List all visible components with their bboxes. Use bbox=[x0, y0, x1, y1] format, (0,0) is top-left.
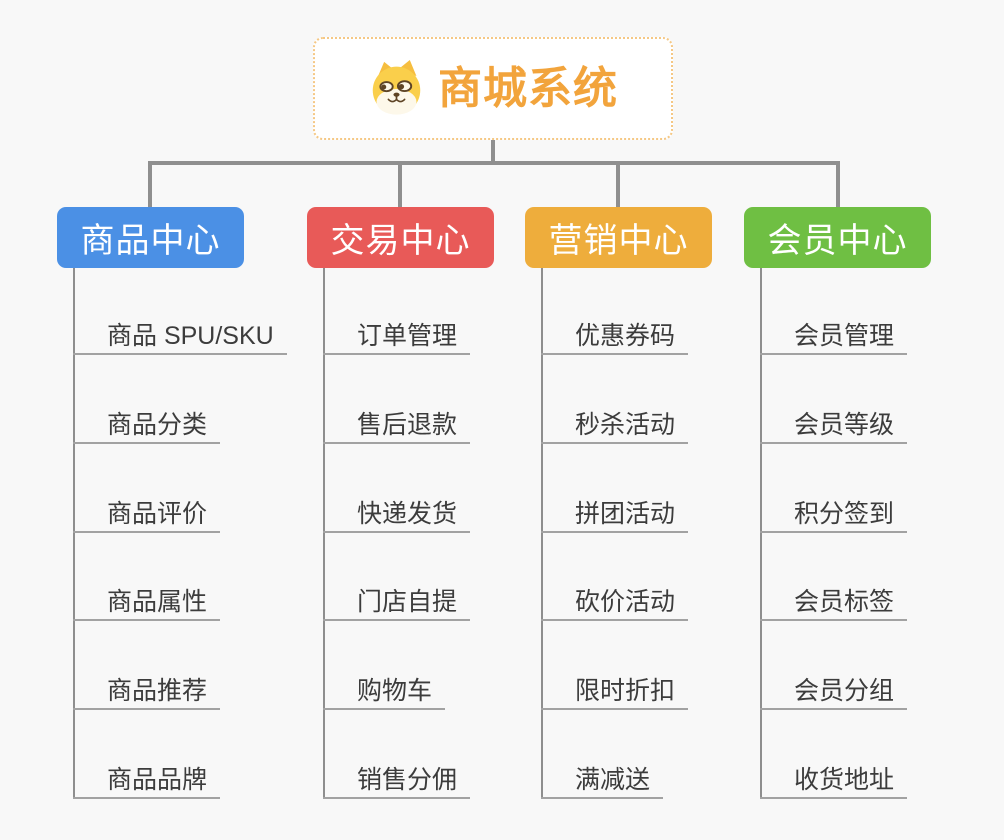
leaf-item[interactable]: 销售分佣 bbox=[323, 763, 471, 799]
branch-items: 商品 SPU/SKU 商品分类商品评价商品属性商品推荐商品品牌 bbox=[57, 207, 347, 817]
branch-product-center: 商品中心 商品 SPU/SKU 商品分类商品评价商品属性商品推荐商品品牌 bbox=[57, 207, 347, 817]
branch-spine bbox=[323, 268, 325, 799]
leaf-item[interactable]: 限时折扣 bbox=[541, 674, 689, 710]
leaf-item[interactable]: 商品评价 bbox=[73, 497, 221, 533]
branch-node-product-center[interactable]: 商品中心 bbox=[57, 207, 244, 268]
leaf-item[interactable]: 商品 SPU/SKU bbox=[73, 319, 287, 355]
leaf-item[interactable]: 门店自提 bbox=[323, 585, 471, 621]
connector-drop-member bbox=[836, 161, 840, 207]
leaf-item[interactable]: 会员标签 bbox=[760, 585, 908, 621]
leaf-item[interactable]: 商品分类 bbox=[73, 408, 221, 444]
branch-items: 优惠券码秒杀活动拼团活动砍价活动限时折扣满减送 bbox=[525, 207, 815, 817]
branch-spine bbox=[760, 268, 762, 799]
leaf-item[interactable]: 砍价活动 bbox=[541, 585, 689, 621]
leaf-item[interactable]: 会员管理 bbox=[760, 319, 908, 355]
branch-spine bbox=[73, 268, 75, 799]
leaf-item[interactable]: 售后退款 bbox=[323, 408, 471, 444]
branch-node-member-center[interactable]: 会员中心 bbox=[744, 207, 931, 268]
branch-node-marketing-center[interactable]: 营销中心 bbox=[525, 207, 712, 268]
leaf-item[interactable]: 商品品牌 bbox=[73, 763, 221, 799]
branch-trade-center: 交易中心 订单管理售后退款快递发货门店自提购物车销售分佣 bbox=[307, 207, 597, 817]
leaf-item[interactable]: 秒杀活动 bbox=[541, 408, 689, 444]
leaf-item[interactable]: 商品推荐 bbox=[73, 674, 221, 710]
leaf-item[interactable]: 优惠券码 bbox=[541, 319, 689, 355]
leaf-item[interactable]: 会员分组 bbox=[760, 674, 908, 710]
branch-items: 订单管理售后退款快递发货门店自提购物车销售分佣 bbox=[307, 207, 597, 817]
connector-drop-trade bbox=[398, 161, 402, 207]
leaf-item[interactable]: 商品属性 bbox=[73, 585, 221, 621]
leaf-item[interactable]: 购物车 bbox=[323, 674, 446, 710]
branch-spine bbox=[541, 268, 543, 799]
leaf-item[interactable]: 订单管理 bbox=[323, 319, 471, 355]
branch-node-trade-center[interactable]: 交易中心 bbox=[307, 207, 494, 268]
branch-items: 会员管理会员等级积分签到会员标签会员分组收货地址 bbox=[744, 207, 1004, 817]
connector-drop-marketing bbox=[616, 161, 620, 207]
leaf-item[interactable]: 快递发货 bbox=[323, 497, 471, 533]
connector-drop-product bbox=[148, 161, 152, 207]
leaf-item[interactable]: 拼团活动 bbox=[541, 497, 689, 533]
leaf-item[interactable]: 会员等级 bbox=[760, 408, 908, 444]
root-node[interactable]: 商城系统 bbox=[313, 37, 673, 140]
leaf-item[interactable]: 收货地址 bbox=[760, 763, 908, 799]
branch-marketing-center: 营销中心 优惠券码秒杀活动拼团活动砍价活动限时折扣满减送 bbox=[525, 207, 815, 817]
dog-face-icon bbox=[372, 60, 421, 115]
connector-stem bbox=[491, 140, 495, 163]
branch-member-center: 会员中心 会员管理会员等级积分签到会员标签会员分组收货地址 bbox=[744, 207, 1004, 817]
root-title: 商城系统 bbox=[438, 63, 618, 113]
leaf-item[interactable]: 满减送 bbox=[541, 763, 664, 799]
connector-bus bbox=[148, 161, 840, 165]
leaf-item[interactable]: 积分签到 bbox=[760, 497, 908, 533]
